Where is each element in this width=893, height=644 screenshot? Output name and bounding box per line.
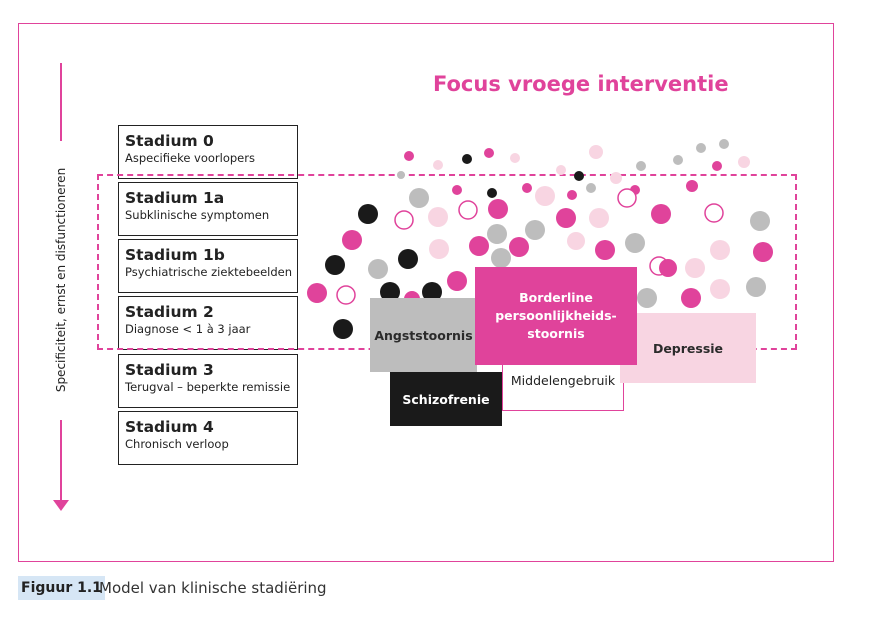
dot-28 bbox=[488, 199, 508, 219]
dot-7 bbox=[487, 188, 497, 198]
dot-40 bbox=[487, 224, 507, 244]
axis-line-top bbox=[60, 63, 62, 141]
stage-title: Stadium 1a bbox=[125, 189, 225, 207]
dot-0 bbox=[404, 151, 414, 161]
dot-41 bbox=[509, 237, 529, 257]
stage-title: Stadium 1b bbox=[125, 246, 225, 264]
dot-2 bbox=[462, 154, 472, 164]
figure-frame bbox=[18, 23, 834, 562]
dot-6 bbox=[452, 185, 462, 195]
disorder-label: Schizofrenie bbox=[402, 391, 490, 407]
stage-subtitle: Aspecifieke voorlopers bbox=[125, 151, 255, 165]
dot-50 bbox=[753, 242, 773, 262]
stage-subtitle: Psychiatrische ziektebeelden bbox=[125, 265, 293, 279]
dot-49 bbox=[710, 240, 730, 260]
stage-1a: Stadium 1a Subklinische symptomen bbox=[118, 182, 298, 236]
stage-title: Stadium 2 bbox=[125, 303, 214, 321]
dot-19 bbox=[738, 156, 750, 168]
dot-9 bbox=[556, 165, 566, 175]
dot-8 bbox=[522, 183, 532, 193]
dot-42 bbox=[525, 220, 545, 240]
disorder-depressie: Depressie bbox=[620, 313, 756, 383]
dot-53 bbox=[447, 271, 467, 291]
dot-3 bbox=[484, 148, 494, 158]
dot-36 bbox=[342, 230, 362, 250]
dot-13 bbox=[636, 161, 646, 171]
dot-56 bbox=[336, 285, 356, 305]
dot-14 bbox=[610, 172, 622, 184]
dot-24 bbox=[394, 210, 414, 230]
axis-line-bottom bbox=[60, 420, 62, 502]
dot-17 bbox=[696, 143, 706, 153]
caption-label: Figuur 1.1 bbox=[18, 576, 105, 600]
dot-44 bbox=[595, 240, 615, 260]
dot-29 bbox=[535, 186, 555, 206]
stage-title: Stadium 0 bbox=[125, 132, 214, 150]
dot-12 bbox=[586, 183, 596, 193]
disorder-label: Borderline persoonlijkheids-stoornis bbox=[495, 290, 617, 341]
dot-1 bbox=[433, 160, 443, 170]
dot-47 bbox=[659, 259, 677, 277]
dot-45 bbox=[625, 233, 645, 253]
dot-39 bbox=[469, 236, 489, 256]
dot-4 bbox=[510, 153, 520, 163]
dot-25 bbox=[409, 188, 429, 208]
dot-32 bbox=[617, 188, 637, 208]
stage-1b: Stadium 1b Psychiatrische ziektebeelden bbox=[118, 239, 298, 293]
dot-20 bbox=[712, 161, 722, 171]
disorder-middelengebruik: Middelengebruik bbox=[502, 365, 624, 411]
axis-arrow-down-icon bbox=[53, 500, 69, 511]
dot-22 bbox=[567, 190, 577, 200]
dot-34 bbox=[704, 203, 724, 223]
dot-10 bbox=[574, 171, 584, 181]
dot-37 bbox=[398, 249, 418, 269]
dot-58 bbox=[422, 282, 442, 302]
stage-0: Stadium 0 Aspecifieke voorlopers bbox=[118, 125, 298, 179]
dot-61 bbox=[681, 288, 701, 308]
dot-5 bbox=[397, 171, 405, 179]
dot-35 bbox=[750, 211, 770, 231]
dot-64 bbox=[333, 319, 353, 339]
dot-21 bbox=[686, 180, 698, 192]
stage-3: Stadium 3 Terugval – beperkte remissie bbox=[118, 354, 298, 408]
dot-63 bbox=[746, 277, 766, 297]
focus-title: Focus vroege interventie bbox=[433, 72, 729, 96]
stage-title: Stadium 4 bbox=[125, 418, 214, 436]
disorder-label: Depressie bbox=[652, 340, 724, 356]
dot-48 bbox=[685, 258, 705, 278]
dot-26 bbox=[428, 207, 448, 227]
dot-38 bbox=[429, 239, 449, 259]
dot-30 bbox=[556, 208, 576, 228]
dot-51 bbox=[325, 255, 345, 275]
dot-18 bbox=[719, 139, 729, 149]
disorder-label: Angststoornis bbox=[374, 327, 473, 343]
dot-16 bbox=[673, 155, 683, 165]
stage-subtitle: Chronisch verloop bbox=[125, 437, 229, 451]
stage-subtitle: Subklinische symptomen bbox=[125, 208, 270, 222]
caption-text: Model van klinische stadiëring bbox=[99, 579, 327, 597]
disorder-borderline: Borderline persoonlijkheids-stoornis bbox=[475, 267, 637, 365]
stage-title: Stadium 3 bbox=[125, 361, 214, 379]
dot-11 bbox=[589, 145, 603, 159]
dot-33 bbox=[651, 204, 671, 224]
dot-54 bbox=[491, 248, 511, 268]
dot-31 bbox=[589, 208, 609, 228]
dot-27 bbox=[458, 200, 478, 220]
dot-57 bbox=[380, 282, 400, 302]
stage-subtitle: Diagnose < 1 à 3 jaar bbox=[125, 322, 251, 336]
disorder-angststoornis: Angststoornis bbox=[370, 298, 477, 372]
stage-2: Stadium 2 Diagnose < 1 à 3 jaar bbox=[118, 296, 298, 350]
stage-4: Stadium 4 Chronisch verloop bbox=[118, 411, 298, 465]
dot-43 bbox=[567, 232, 585, 250]
dot-55 bbox=[307, 283, 327, 303]
disorder-label: Middelengebruik bbox=[510, 373, 616, 388]
dot-23 bbox=[358, 204, 378, 224]
dot-60 bbox=[637, 288, 657, 308]
dot-62 bbox=[710, 279, 730, 299]
dot-52 bbox=[368, 259, 388, 279]
disorder-schizofrenie: Schizofrenie bbox=[390, 372, 502, 426]
stage-subtitle: Terugval – beperkte remissie bbox=[125, 380, 291, 394]
